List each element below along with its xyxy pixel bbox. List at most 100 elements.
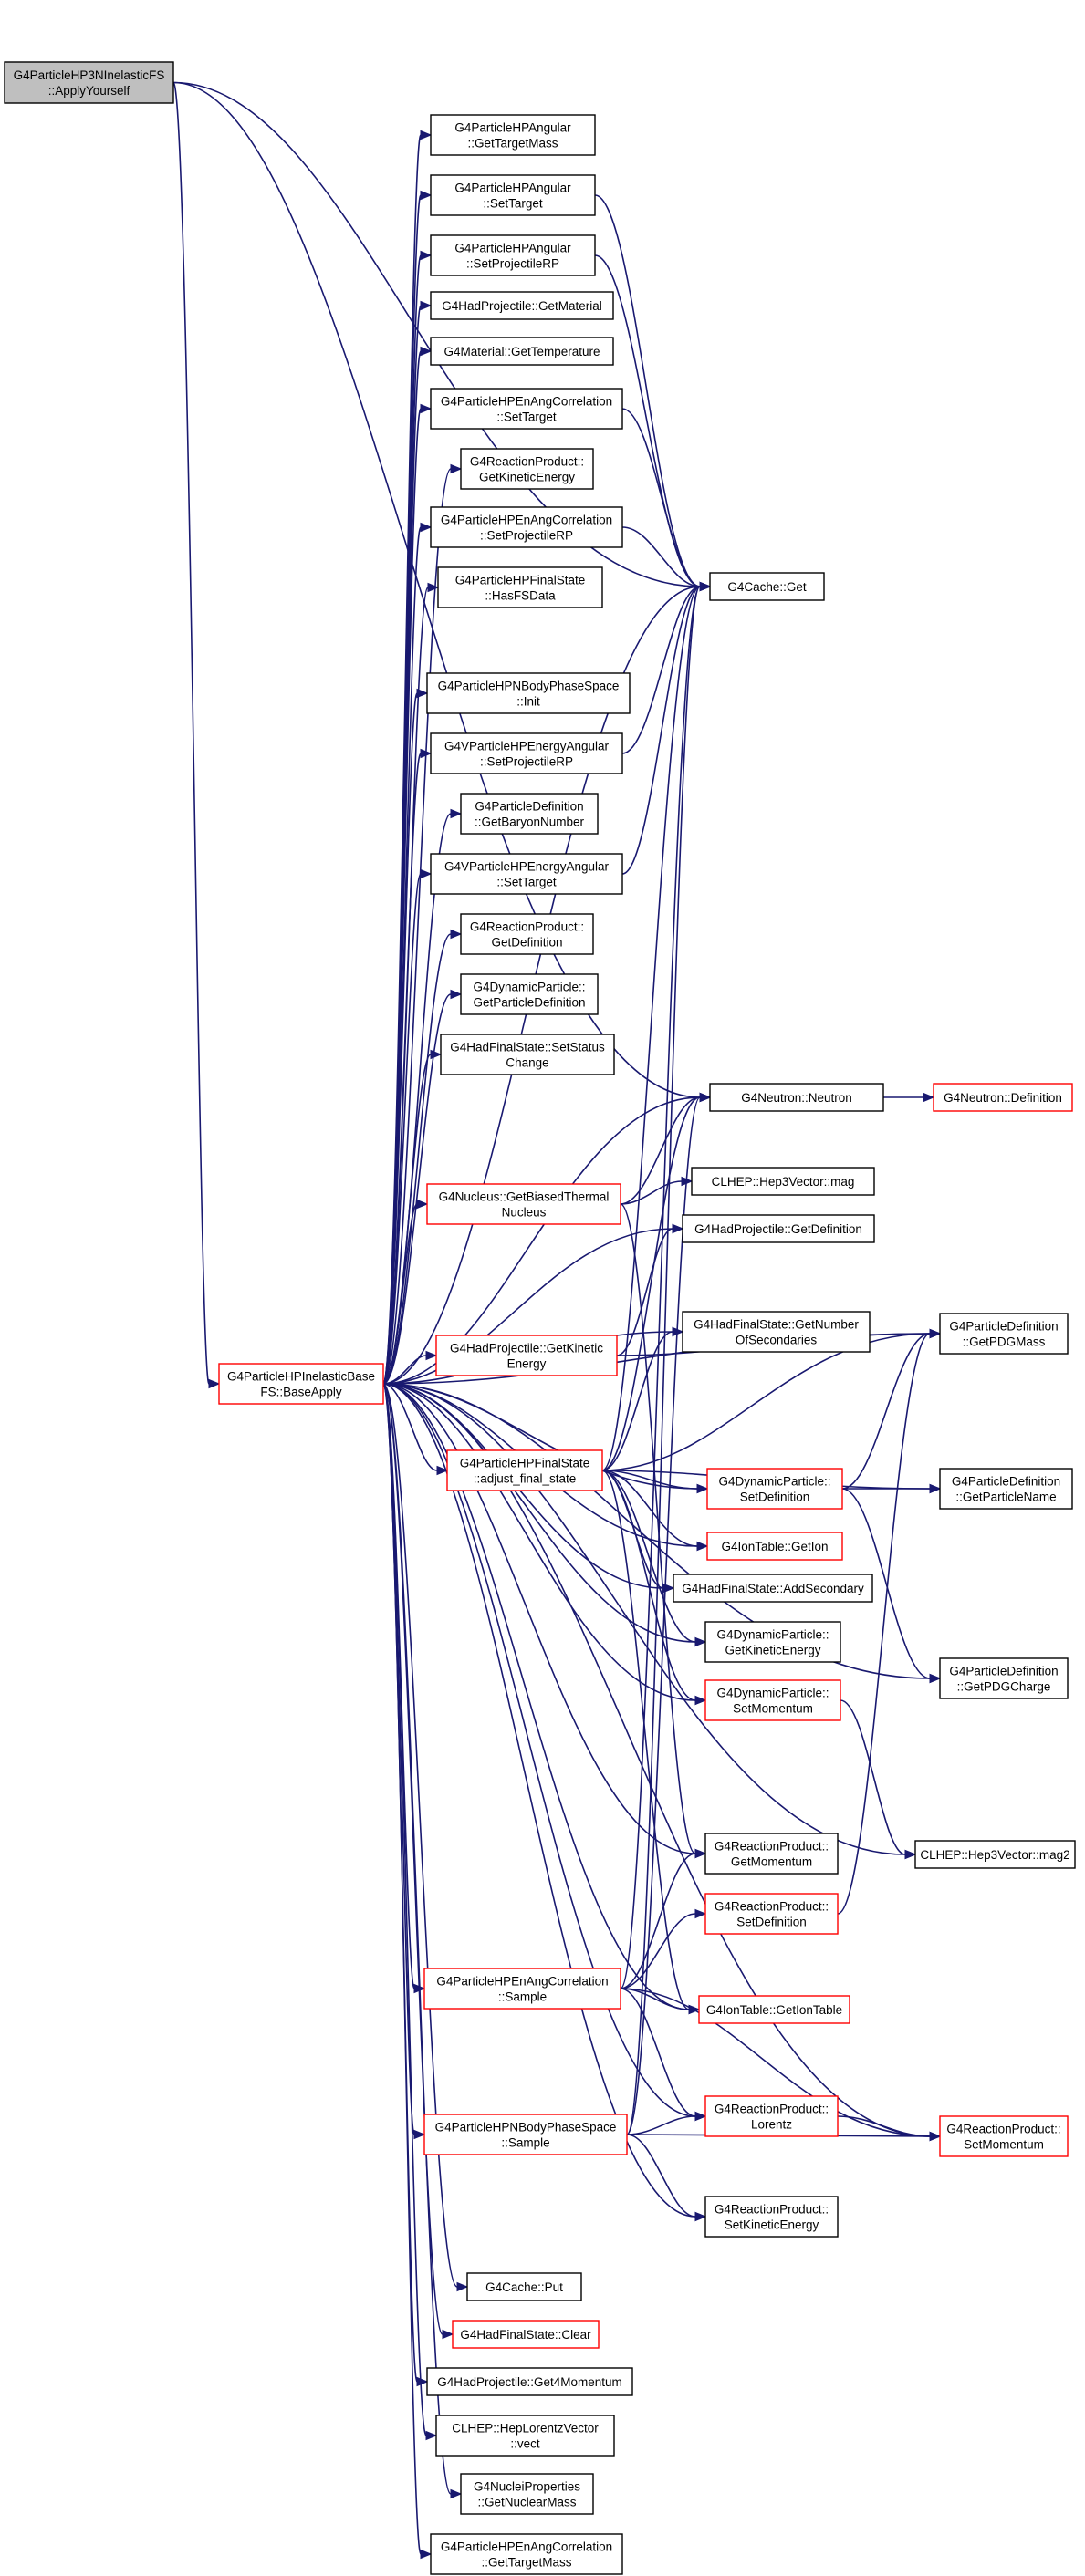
graph-node-nbps-init[interactable]: G4ParticleHPNBodyPhaseSpace::Init: [426, 672, 631, 714]
graph-node-hp-mat[interactable]: G4HadProjectile::GetMaterial: [430, 291, 614, 320]
graph-node-fs-has[interactable]: G4ParticleHPFinalState::HasFSData: [437, 566, 603, 608]
call-edge: [883, 1092, 935, 1103]
node-label-line: G4HadFinalState::SetStatus: [450, 1041, 605, 1054]
node-label-line: CLHEP::Hep3Vector::mag: [712, 1175, 855, 1189]
graph-node-rp-gm[interactable]: G4ReactionProduct::GetMomentum: [704, 1833, 839, 1875]
node-label-line: G4HadFinalState::Clear: [460, 2328, 591, 2342]
graph-node-cache-get[interactable]: G4Cache::Get: [709, 572, 825, 601]
node-label-line: G4ParticleHPEnAngCorrelation: [441, 2540, 612, 2554]
graph-node-rp-ske[interactable]: G4ReactionProduct::SetKineticEnergy: [704, 2196, 839, 2238]
graph-node-vea-st[interactable]: G4VParticleHPEnergyAngular::SetTarget: [430, 853, 623, 895]
graph-node-hp-gke[interactable]: G4HadProjectile::GetKineticEnergy: [435, 1335, 618, 1376]
graph-node-hfs-clear[interactable]: G4HadFinalState::Clear: [452, 2320, 600, 2349]
graph-node-ang-sp[interactable]: G4ParticleHPAngular::SetProjectileRP: [430, 234, 596, 276]
graph-node-neutron[interactable]: G4Neutron::Neutron: [709, 1083, 884, 1112]
graph-node-mat-t[interactable]: G4Material::GetTemperature: [430, 337, 614, 366]
graph-node-eac-sp[interactable]: G4ParticleHPEnAngCorrelation::SetProject…: [430, 506, 623, 548]
node-label-line: G4ParticleHPAngular: [454, 182, 571, 195]
graph-node-vea-sp[interactable]: G4VParticleHPEnergyAngular::SetProjectil…: [430, 732, 623, 774]
graph-node-eac-sample[interactable]: G4ParticleHPEnAngCorrelation::Sample: [423, 1968, 621, 2010]
node-label-line: GetParticleDefinition: [473, 996, 585, 1010]
call-edge: [626, 2134, 707, 2222]
call-edge: [382, 748, 433, 1385]
node-label-line: FS::BaseApply: [260, 1386, 342, 1399]
node-label-line: G4ParticleHPEnAngCorrelation: [436, 1975, 608, 1989]
graph-node-h3v-mag2[interactable]: CLHEP::Hep3Vector::mag2: [914, 1840, 1076, 1869]
call-edge: [841, 1488, 942, 1684]
graph-node-rp-sd[interactable]: G4ReactionProduct::SetDefinition: [704, 1893, 839, 1935]
node-label-line: G4HadProjectile::GetDefinition: [694, 1222, 862, 1236]
graph-node-hp-g4m[interactable]: G4HadProjectile::Get4Momentum: [426, 2367, 633, 2396]
call-edge: [601, 1470, 709, 1552]
node-label-line: ::GetBaryonNumber: [475, 815, 585, 829]
call-edge: [601, 1470, 707, 1647]
graph-node-ang-st[interactable]: G4ParticleHPAngular::SetTarget: [430, 174, 596, 216]
node-label-line: ::GetPDGMass: [963, 1335, 1046, 1349]
node-label-line: G4HadFinalState::AddSecondary: [682, 1582, 864, 1595]
graph-node-np-gnm[interactable]: G4NucleiProperties::GetNuclearMass: [460, 2473, 594, 2515]
call-edge: [382, 1350, 438, 1385]
call-edge: [621, 581, 712, 875]
node-label-line: G4ParticleHPNBodyPhaseSpace: [438, 680, 620, 693]
graph-node-pd-gpm[interactable]: G4ParticleDefinition::GetPDGMass: [939, 1313, 1069, 1355]
graph-node-rp-gd[interactable]: G4ReactionProduct::GetDefinition: [460, 913, 594, 955]
graph-node-nbps-sample[interactable]: G4ParticleHPNBodyPhaseSpace::Sample: [423, 2114, 628, 2155]
node-label-line: G4ReactionProduct::: [946, 2123, 1060, 2136]
node-label-line: G4ParticleHPEnAngCorrelation: [441, 514, 612, 527]
call-edge: [172, 81, 221, 1389]
call-edge: [601, 1470, 709, 1494]
call-edge: [382, 868, 433, 1385]
call-nodes: G4ParticleHP3NInelasticFS::ApplyYourself…: [4, 61, 1076, 2575]
node-label-line: G4Neutron::Neutron: [741, 1091, 852, 1105]
graph-node-pd-gpc[interactable]: G4ParticleDefinition::GetPDGCharge: [939, 1657, 1069, 1699]
call-edge: [601, 1470, 707, 1706]
node-label-line: ::GetPDGCharge: [957, 1680, 1051, 1694]
graph-node-dp-gke[interactable]: G4DynamicParticle::GetKineticEnergy: [704, 1621, 841, 1663]
graph-node-eac-gtm[interactable]: G4ParticleHPEnAngCorrelation::GetTargetM…: [430, 2533, 623, 2575]
graph-node-hfs-as[interactable]: G4HadFinalState::AddSecondary: [673, 1574, 873, 1603]
call-edge: [842, 1483, 942, 1494]
graph-node-dp-sd[interactable]: G4DynamicParticle::SetDefinition: [706, 1468, 843, 1510]
graph-node-rp-sm[interactable]: G4ReactionProduct::SetMomentum: [939, 2115, 1069, 2157]
node-label-line: G4DynamicParticle::: [718, 1475, 830, 1489]
node-label-line: G4NucleiProperties: [474, 2480, 580, 2494]
graph-node-apply[interactable]: G4ParticleHP3NInelasticFS::ApplyYourself: [4, 61, 174, 104]
node-label-line: Change: [506, 1056, 548, 1070]
graph-node-h3v-mag[interactable]: CLHEP::Hep3Vector::mag: [691, 1167, 875, 1196]
node-label-line: G4DynamicParticle::: [716, 1628, 829, 1642]
node-label-line: G4Material::GetTemperature: [443, 345, 600, 358]
node-label-line: Energy: [507, 1357, 547, 1371]
call-edge: [620, 1848, 707, 1989]
node-label-line: ::SetTarget: [483, 197, 543, 211]
graph-node-dp-gpd[interactable]: G4DynamicParticle::GetParticleDefinition: [460, 973, 599, 1015]
graph-node-dp-sm[interactable]: G4DynamicParticle::SetMomentum: [704, 1679, 841, 1721]
call-edge: [382, 1383, 707, 1706]
call-edge: [620, 1908, 707, 1989]
graph-node-ang-tm[interactable]: G4ParticleHPAngular::GetTargetMass: [430, 114, 596, 156]
graph-node-rp-gke[interactable]: G4ReactionProduct::GetKineticEnergy: [460, 448, 594, 490]
node-label-line: G4IonTable::GetIonTable: [706, 2003, 842, 2017]
graph-node-cache-put[interactable]: G4Cache::Put: [466, 2272, 582, 2301]
node-label-line: ::SetProjectileRP: [466, 257, 559, 271]
graph-node-it-git[interactable]: G4IonTable::GetIonTable: [698, 1995, 850, 2024]
graph-node-hp-gd[interactable]: G4HadProjectile::GetDefinition: [682, 1214, 875, 1243]
graph-node-rp-lor[interactable]: G4ReactionProduct::Lorentz: [704, 2095, 839, 2137]
graph-node-eac-st[interactable]: G4ParticleHPEnAngCorrelation::SetTarget: [430, 388, 623, 430]
graph-node-neut-def[interactable]: G4Neutron::Definition: [933, 1083, 1073, 1112]
graph-node-it-gi[interactable]: G4IonTable::GetIon: [706, 1532, 843, 1561]
node-label-line: SetDefinition: [736, 1916, 807, 1929]
graph-node-lv-vect[interactable]: CLHEP::HepLorentzVector::vect: [435, 2415, 615, 2457]
node-label-line: ::SetTarget: [496, 410, 557, 424]
node-label-line: G4HadProjectile::Get4Momentum: [437, 2375, 622, 2389]
graph-node-pd-gbn[interactable]: G4ParticleDefinition::GetBaryonNumber: [460, 793, 599, 835]
call-edge: [626, 1092, 712, 2135]
graph-node-fs-afs[interactable]: G4ParticleHPFinalState::adjust_final_sta…: [446, 1449, 603, 1491]
graph-node-pd-gpn[interactable]: G4ParticleDefinition::GetParticleName: [939, 1468, 1073, 1510]
node-label-line: ::ApplyYourself: [48, 84, 130, 98]
node-label-line: G4VParticleHPEnergyAngular: [444, 740, 610, 753]
node-label-line: G4ParticleHPInelasticBase: [227, 1370, 375, 1384]
